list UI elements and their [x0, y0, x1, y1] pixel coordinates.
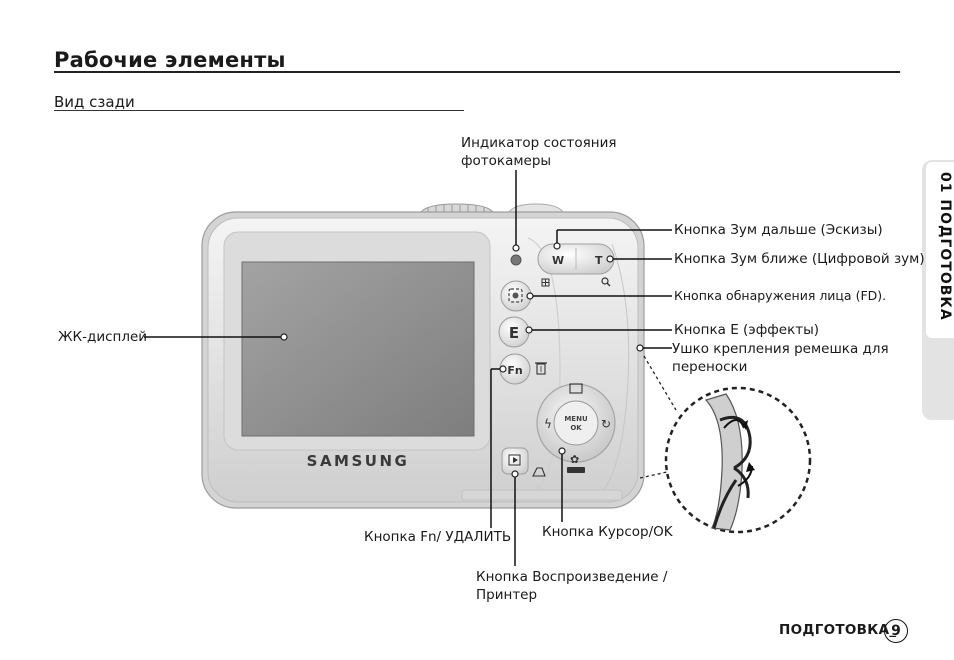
- face-detect-callout: Кнопка обнаружения лица (FD).: [674, 288, 887, 303]
- magnifier-icon: [601, 277, 611, 287]
- section-rule: [54, 110, 464, 111]
- title-rule: [54, 71, 900, 73]
- zoom-rocker[interactable]: W T: [537, 242, 615, 275]
- macro-icon: ✿: [570, 453, 579, 466]
- fn-delete-button[interactable]: Fn: [499, 353, 531, 385]
- ok-label: OK: [570, 424, 582, 432]
- section-title: Вид сзади: [54, 93, 135, 111]
- playback-printer-callout: Кнопка Воспроизведение / Принтер: [476, 569, 668, 603]
- lcd-screen: [241, 261, 475, 437]
- callout-lines: [144, 170, 672, 566]
- lcd-callout: ЖК-дисплей: [58, 329, 148, 345]
- cursor-ok-dpad[interactable]: MENU OK: [536, 383, 616, 463]
- play-pause-icon: [567, 467, 585, 473]
- chapter-tab-inner: [926, 162, 954, 338]
- timer-icon: ↻: [601, 417, 611, 431]
- page-number: 9: [884, 619, 908, 643]
- playback-printer-button[interactable]: [501, 447, 529, 478]
- zoom-in-callout: Кнопка Зум ближе (Цифровой зум): [674, 251, 925, 267]
- strap-detail-inset: [639, 355, 812, 534]
- brand-logo: SAMSUNG: [307, 452, 410, 470]
- display-icon: [569, 383, 583, 394]
- fn-button-label: Fn: [507, 364, 522, 377]
- thumbnail-icon: [541, 278, 550, 287]
- e-button-label: E: [509, 324, 519, 342]
- e-effects-callout: Кнопка E (эффекты): [674, 322, 820, 338]
- strap-eyelet-callout: Ушко крепления ремешка для переноски: [672, 341, 889, 375]
- zoom-w-label: W: [552, 254, 564, 267]
- page-title: Рабочие элементы: [54, 48, 286, 72]
- trash-icon: [535, 362, 547, 375]
- status-led-callout: Индикатор состояния фотокамеры: [461, 135, 617, 169]
- fn-delete-callout: Кнопка Fn/ УДАЛИТЬ: [364, 529, 512, 545]
- zoom-t-label: T: [595, 254, 603, 267]
- lcd-callout-dot: [280, 333, 288, 341]
- zoom-out-callout: Кнопка Зум дальше (Эскизы): [674, 222, 883, 238]
- printer-icon: [532, 467, 546, 477]
- flash-icon: ϟ: [544, 417, 552, 431]
- face-detect-button[interactable]: [500, 280, 534, 312]
- menu-ok-label: MENU: [564, 415, 588, 423]
- footer-section-label: ПОДГОТОВКА_: [779, 622, 897, 638]
- status-led: [510, 244, 522, 266]
- cursor-ok-callout: Кнопка Курсор/OK: [542, 524, 673, 540]
- e-effects-button[interactable]: E: [498, 316, 533, 348]
- strap-eyelet-dot: [636, 344, 644, 352]
